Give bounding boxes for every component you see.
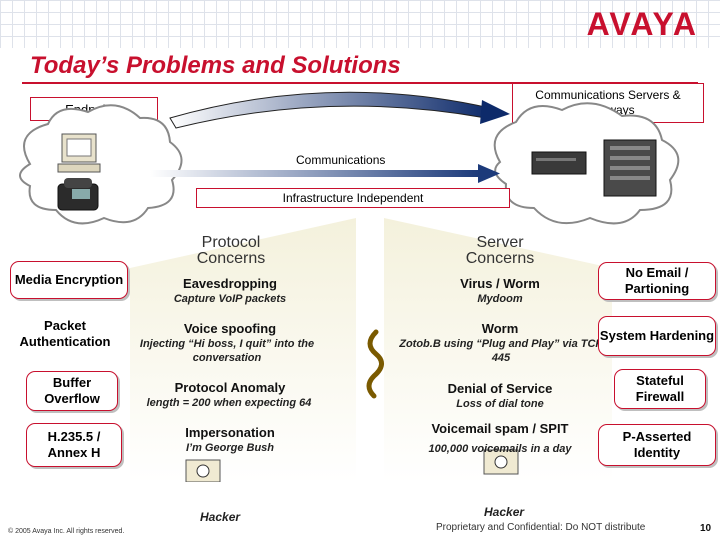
server-concern-title: Virus / Worm [460, 276, 540, 291]
server-icon [531, 139, 657, 197]
upper-arc-head [480, 100, 510, 124]
server-concern-detail: Mydoom [477, 293, 523, 305]
server-concern-title: Denial of Service [447, 381, 553, 396]
top-diagram-svg [19, 91, 680, 225]
communications-label: Communications [296, 153, 386, 167]
media-encryption-label: Media Encryption [10, 261, 128, 299]
hacker-label-left: Hacker [200, 510, 241, 524]
server-concern-detail: 100,000 voicemails in a day [428, 443, 572, 455]
stateful-firewall-label: Stateful Firewall [614, 369, 706, 409]
no-email-partioning-label: No Email / Partioning [598, 262, 716, 300]
title-underline [22, 82, 698, 84]
copyright-text: © 2005 Avaya Inc. All rights reserved. [8, 528, 125, 535]
server-concerns-header: Server Concerns [465, 234, 535, 267]
protocol-concern-detail: length = 200 when expecting 64 [146, 397, 312, 409]
worm-icon [366, 329, 384, 399]
protocol-concern-detail: I’m George Bush [185, 442, 275, 454]
buffer-overflow-label: Buffer Overflow [26, 371, 118, 411]
protocol-concern-title: Protocol Anomaly [174, 380, 286, 395]
server-concern-detail: Zotob.B using “Plug and Play” via TCP 44… [399, 338, 603, 364]
server-concern-title: Voicemail spam / SPIT [431, 421, 569, 436]
protocol-concern-detail: Capture VoIP packets [173, 293, 287, 305]
protocol-concerns-panel [130, 218, 356, 482]
server-concern-title: Worm [481, 321, 519, 336]
hacker-icon [185, 459, 221, 482]
phone-icon [57, 178, 99, 211]
page-number: 10 [700, 523, 712, 534]
p-asserted-identity-label: P-Asserted Identity [598, 424, 716, 466]
server-concerns-panel [384, 218, 612, 482]
hacker-label-right: Hacker [484, 505, 525, 519]
avaya-logo: AVAYA [586, 6, 698, 42]
protocol-concern-title: Impersonation [185, 425, 275, 440]
protocol-concern-detail: Injecting “Hi boss, I quit” into the con… [139, 338, 315, 364]
page-title: Today’s Problems and Solutions [30, 52, 401, 79]
server-concern-detail: Loss of dial tone [456, 398, 544, 410]
h235-annex-h-label: H.235.5 / Annex H [26, 423, 122, 467]
communications-arrow-head [478, 164, 500, 183]
system-hardening-label: System Hardening [598, 316, 716, 356]
computer-icon [57, 133, 101, 173]
infrastructure-box: Infrastructure Independent [196, 188, 510, 208]
protocol-concerns-header: Protocol Concerns [196, 234, 266, 267]
upper-arc-arrow [169, 91, 491, 129]
concerns-background-svg [130, 218, 612, 482]
packet-authentication-label: Packet Authentication [19, 318, 111, 349]
confidential-text: Proprietary and Confidential: Do NOT dis… [436, 522, 646, 533]
header-grid [0, 0, 720, 48]
endpoint-cloud [19, 104, 183, 225]
protocol-concern-title: Eavesdropping [183, 276, 277, 291]
infrastructure-label: Infrastructure Independent [282, 191, 424, 205]
communications-arrow-body [150, 170, 480, 177]
protocol-concern-title: Voice spoofing [183, 321, 277, 336]
hacker-icon [483, 449, 519, 475]
